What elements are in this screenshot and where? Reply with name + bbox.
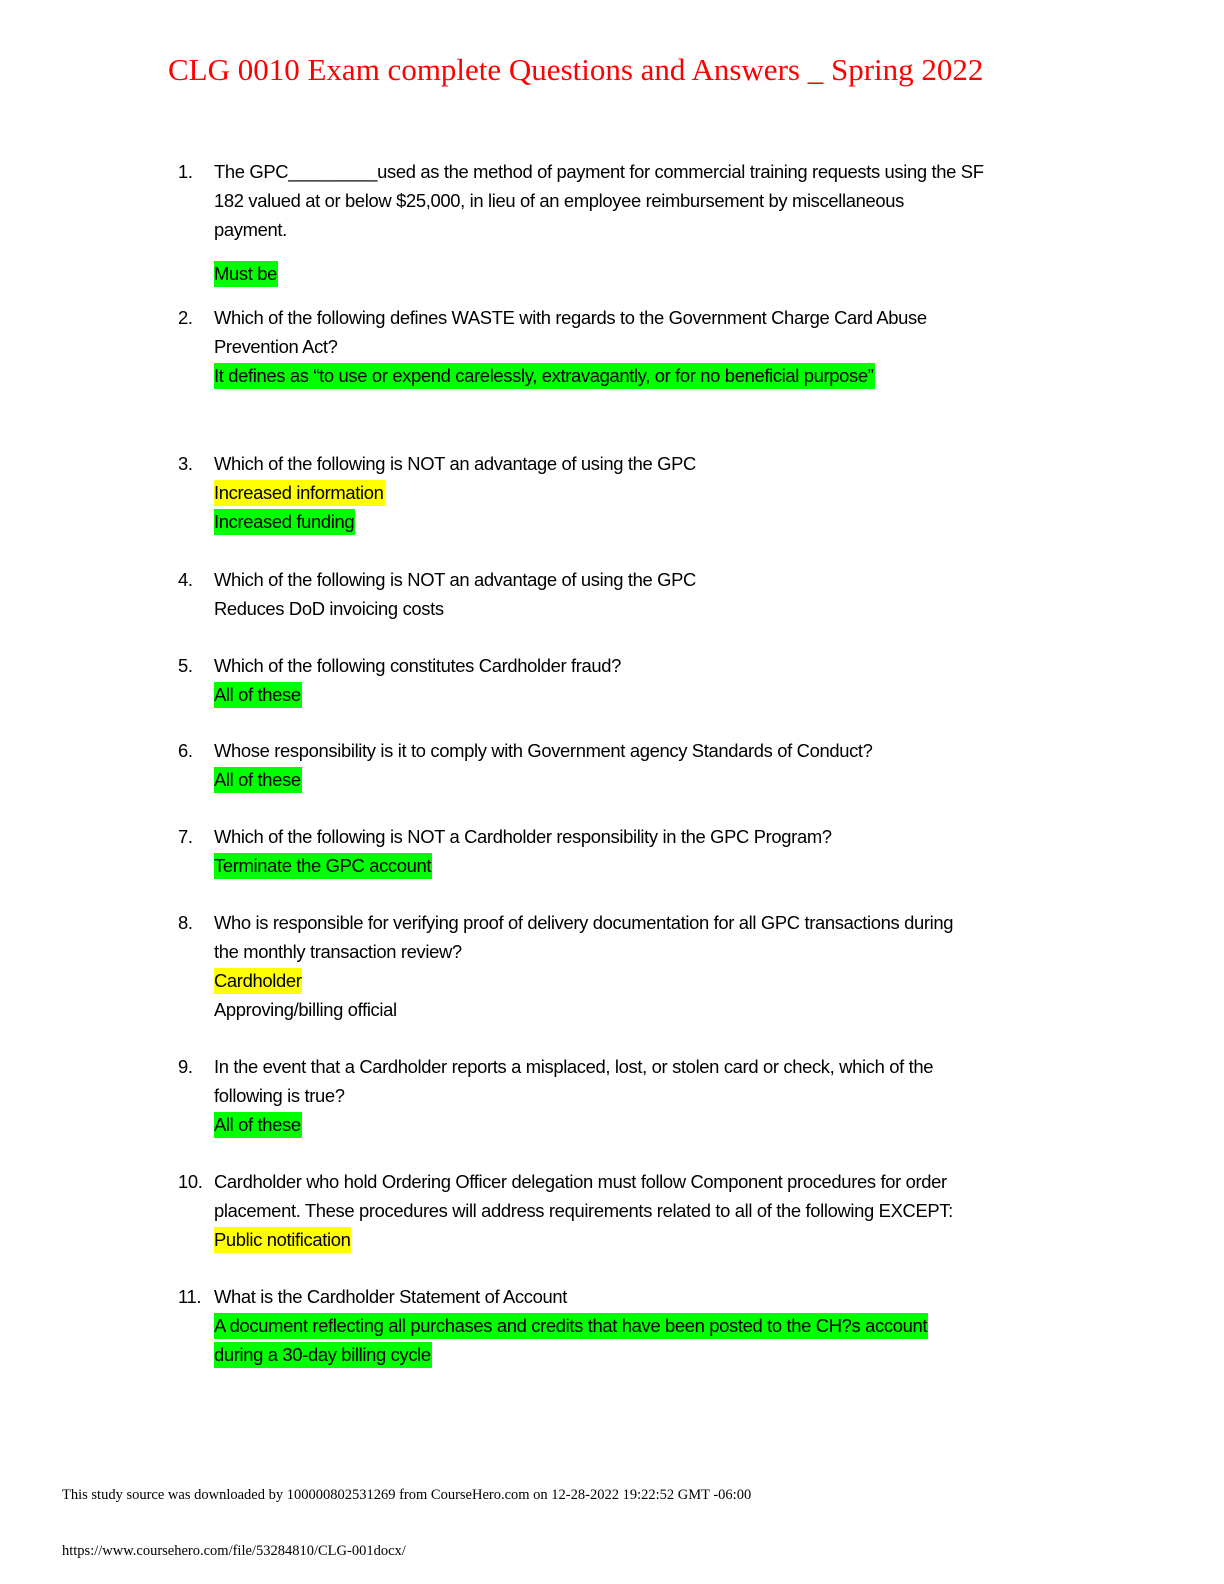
question-text-line: What is the Cardholder Statement of Acco… (214, 1286, 567, 1307)
question-text-line: the monthly transaction review? (214, 941, 462, 962)
answer-line: Terminate the GPC account (214, 851, 1094, 880)
download-notice: This study source was downloaded by 1000… (62, 1487, 752, 1503)
answer-line: Cardholder (214, 966, 1094, 995)
question-text-line: Cardholder who hold Ordering Officer del… (214, 1171, 947, 1192)
question-text-line: The GPC_________used as the method of pa… (214, 161, 984, 182)
answer-correct-highlight: All of these (214, 1112, 302, 1138)
answer-line: Must be (214, 259, 1094, 288)
question-body: In the event that a Cardholder reports a… (214, 1052, 1094, 1139)
answer-correct-highlight: A document reflecting all purchases and … (214, 1313, 929, 1339)
question-number: 1. (178, 161, 193, 182)
question-text-line: Which of the following constitutes Cardh… (214, 655, 622, 676)
question-body: Which of the following is NOT a Cardhold… (214, 822, 1094, 880)
answer-alt-highlight: Cardholder (214, 968, 303, 994)
answer-correct-highlight: Increased funding (214, 509, 356, 535)
answer-alt-highlight: Public notification (214, 1227, 352, 1253)
question-text-line: Who is responsible for verifying proof o… (214, 912, 954, 933)
answer-line: Approving/billing official (214, 995, 1094, 1024)
answer-line: during a 30-day billing cycle (214, 1340, 1094, 1369)
question-text-line: placement. These procedures will address… (214, 1200, 953, 1221)
source-url[interactable]: https://www.coursehero.com/file/53284810… (62, 1543, 406, 1559)
question-body: Cardholder who hold Ordering Officer del… (214, 1167, 1094, 1254)
question-text-line: Which of the following defines WASTE wit… (214, 307, 927, 328)
question-body: Whose responsibility is it to comply wit… (214, 736, 1094, 794)
answer-text: Approving/billing official (214, 999, 397, 1020)
answer-line: All of these (214, 765, 1094, 794)
question-text-line: Which of the following is NOT an advanta… (214, 569, 696, 590)
question-number: 8. (178, 912, 193, 933)
question-number: 5. (178, 655, 193, 676)
question-body: Which of the following is NOT an advanta… (214, 449, 1094, 536)
question-number: 4. (178, 569, 193, 590)
question-number: 7. (178, 826, 193, 847)
answer-line: Reduces DoD invoicing costs (214, 594, 1094, 623)
question-body: Who is responsible for verifying proof o… (214, 908, 1094, 1024)
question-text-line: payment. (214, 219, 287, 240)
question-number: 2. (178, 307, 193, 328)
answer-correct-highlight: Must be (214, 261, 278, 287)
question-text-line: Which of the following is NOT an advanta… (214, 453, 696, 474)
answer-line: Increased information (214, 478, 1094, 507)
question-number: 9. (178, 1056, 193, 1077)
answer-correct-highlight: during a 30-day billing cycle (214, 1342, 432, 1368)
answer-line: All of these (214, 1110, 1094, 1139)
answer-line: A document reflecting all purchases and … (214, 1311, 1094, 1340)
answer-line: It defines as “to use or expend careless… (214, 361, 1094, 390)
question-text-line: Prevention Act? (214, 336, 338, 357)
question-number: 11. (178, 1286, 202, 1307)
answer-line: Increased funding (214, 507, 1094, 536)
question-text-line: 182 valued at or below $25,000, in lieu … (214, 190, 904, 211)
question-text-line: following is true? (214, 1085, 345, 1106)
answer-correct-highlight: All of these (214, 767, 302, 793)
question-body: Which of the following defines WASTE wit… (214, 303, 1094, 390)
question-body: Which of the following is NOT an advanta… (214, 565, 1094, 623)
question-number: 6. (178, 740, 193, 761)
answer-line: All of these (214, 680, 1094, 709)
answer-correct-highlight: All of these (214, 682, 302, 708)
question-number: 10. (178, 1171, 203, 1192)
answer-correct-highlight: It defines as “to use or expend careless… (214, 363, 875, 389)
answer-correct-highlight: Terminate the GPC account (214, 853, 433, 879)
question-body: The GPC_________used as the method of pa… (214, 157, 1094, 288)
question-text-line: In the event that a Cardholder reports a… (214, 1056, 934, 1077)
question-number: 3. (178, 453, 193, 474)
question-text-line: Which of the following is NOT a Cardhold… (214, 826, 832, 847)
answer-alt-highlight: Increased information (214, 480, 385, 506)
answer-text: Reduces DoD invoicing costs (214, 598, 444, 619)
question-body: What is the Cardholder Statement of Acco… (214, 1282, 1094, 1369)
question-text-line: Whose responsibility is it to comply wit… (214, 740, 873, 761)
answer-line: Public notification (214, 1225, 1094, 1254)
document-title: CLG 0010 Exam complete Questions and Ans… (168, 52, 984, 87)
question-body: Which of the following constitutes Cardh… (214, 651, 1094, 709)
